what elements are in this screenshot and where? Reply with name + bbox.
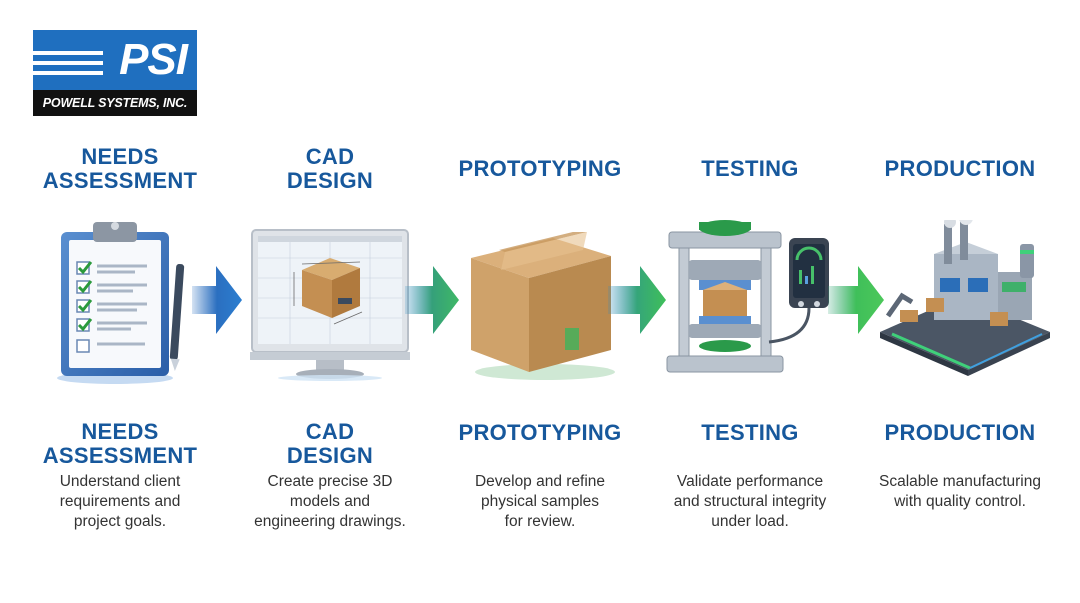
desc-line: engineering drawings. [254, 513, 406, 530]
flow-arrow-2 [405, 266, 459, 334]
title-line: NEEDS [81, 144, 159, 169]
step-desc-testing: Validate performance and structural inte… [650, 472, 850, 532]
psi-logo: PSI POWELL SYSTEMS, INC. [33, 30, 197, 116]
logo-mark: PSI [119, 35, 188, 84]
flow-arrow-1 [192, 266, 242, 334]
flow-arrow-4 [828, 266, 884, 334]
step-title-testing: TESTING [701, 420, 799, 445]
step-desc-prototyping: Develop and refine physical samples for … [445, 472, 635, 532]
desc-line: Scalable manufacturing [879, 473, 1041, 490]
step-title-production: PRODUCTION [884, 420, 1036, 445]
step-title-cad-design-top: CAD DESIGN [250, 145, 410, 193]
desc-line: with quality control. [894, 493, 1026, 510]
flow-arrow-3 [608, 266, 666, 334]
step-title-needs-assessment-top: NEEDS ASSESSMENT [30, 145, 210, 193]
title-line: CAD [305, 144, 355, 169]
title-line: CAD [305, 419, 355, 444]
logo-stripe [33, 71, 103, 75]
desc-line: physical samples [480, 493, 600, 510]
desc-line: requirements and [59, 493, 181, 510]
desc-line: and structural integrity [673, 493, 827, 510]
title-line: NEEDS [81, 419, 159, 444]
clipboard-checklist-icon [57, 222, 185, 384]
desc-line: Understand client [59, 473, 181, 490]
step-title-production-top: PRODUCTION [884, 156, 1036, 181]
factory-icon [880, 220, 1050, 376]
title-line: ASSESSMENT [42, 168, 198, 193]
desc-line: project goals. [73, 513, 167, 530]
compression-press-icon [666, 220, 829, 373]
step-desc-needs-assessment: Understand client requirements and proje… [25, 472, 215, 532]
logo-stripe [33, 61, 103, 65]
step-desc-production: Scalable manufacturing with quality cont… [855, 472, 1065, 512]
logo-company-name: POWELL SYSTEMS, INC. [33, 90, 197, 116]
step-title-cad-design: CAD DESIGN [250, 420, 410, 468]
step-desc-cad-design: Create precise 3D models and engineering… [235, 472, 425, 532]
desc-line: Develop and refine [474, 473, 606, 490]
cardboard-box-icon [471, 232, 615, 380]
desc-line: Validate performance [676, 473, 824, 490]
title-line: DESIGN [286, 168, 374, 193]
step-title-prototyping-top: PROTOTYPING [458, 156, 622, 181]
desc-line: Create precise 3D [267, 473, 393, 490]
desc-line: under load. [711, 513, 789, 530]
title-line: ASSESSMENT [42, 443, 198, 468]
logo-stripe [33, 51, 103, 55]
logo-blue-panel: PSI [33, 30, 197, 90]
title-line: DESIGN [286, 443, 374, 468]
step-title-needs-assessment: NEEDS ASSESSMENT [30, 420, 210, 468]
desc-line: for review. [504, 513, 576, 530]
desc-line: models and [289, 493, 371, 510]
step-title-prototyping: PROTOTYPING [458, 420, 622, 445]
cad-monitor-icon [250, 229, 410, 381]
step-title-testing-top: TESTING [701, 156, 799, 181]
